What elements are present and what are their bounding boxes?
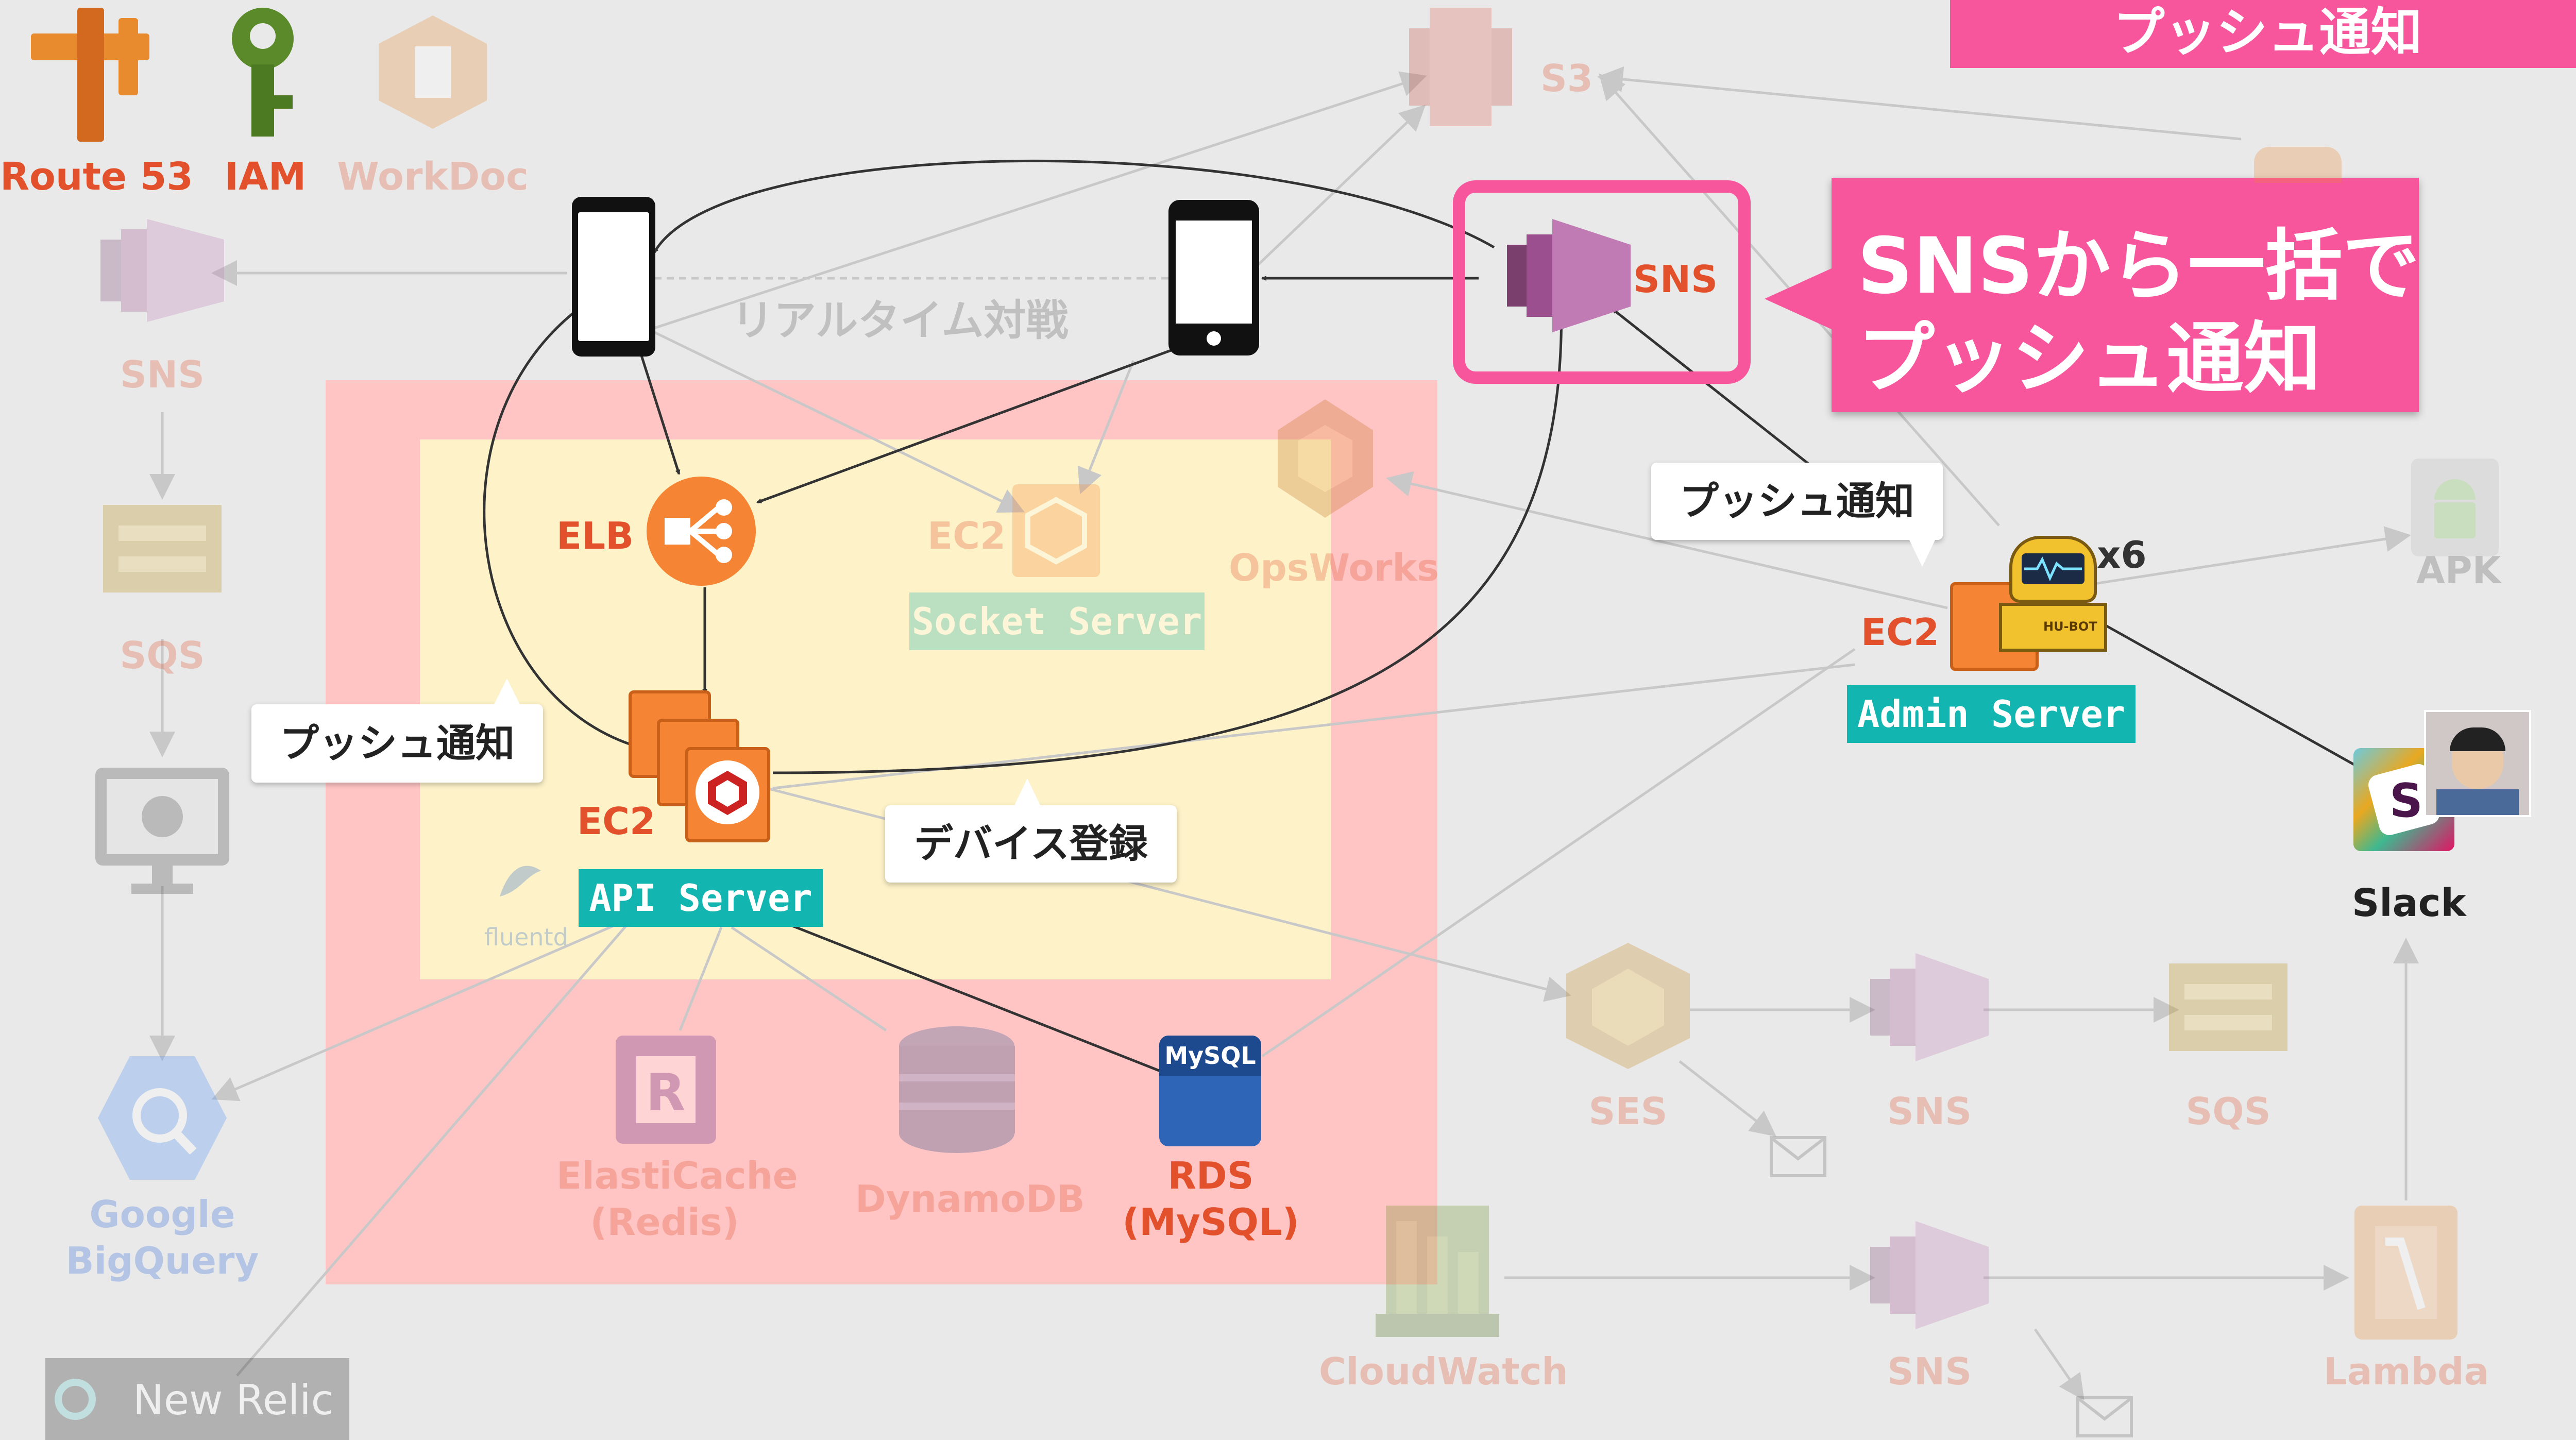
sns-main-label: SNS [1633, 258, 1718, 301]
active-connections [483, 159, 2361, 1078]
iam-label: IAM [224, 155, 307, 199]
lambda-icon [2344, 1206, 2468, 1340]
admin-ec2-label: EC2 [1861, 611, 1940, 654]
callout-push-right-text: プッシュ通知 [1680, 478, 1914, 524]
elasticache-icon: R [616, 1036, 716, 1144]
new-relic-label: New Relic [133, 1376, 334, 1424]
sns-left-icon [100, 209, 224, 332]
phone-left-icon [572, 197, 655, 357]
callout-device: デバイス登録 [885, 778, 1177, 883]
elasticache-label-2: (Redis) [590, 1200, 739, 1244]
socket-server-label: Socket Server [909, 592, 1205, 650]
sqs-left-label: SQS [120, 634, 205, 677]
s3-label: S3 [1540, 57, 1593, 100]
callout-device-text: デバイス登録 [914, 821, 1148, 867]
admin-x6-label: x6 [2097, 533, 2147, 577]
iam-icon [227, 8, 299, 137]
ses-label: SES [1588, 1090, 1668, 1133]
phone-right-icon [1168, 200, 1259, 355]
callout-push-left-text: プッシュ通知 [280, 720, 515, 766]
sns-lower2-label: SNS [1887, 1350, 1972, 1393]
android-icon [2411, 459, 2499, 556]
cloudwatch-label: CloudWatch [1319, 1350, 1568, 1393]
cloudwatch-icon [1376, 1206, 1499, 1337]
fluentd-icon [495, 855, 551, 907]
rds-label-1: RDS [1167, 1154, 1254, 1197]
lambda-label: Lambda [2324, 1350, 2489, 1393]
hubot-text: HU-BOT [2043, 619, 2097, 634]
sns-main-icon [1507, 214, 1631, 337]
ses-icon [1566, 943, 1690, 1069]
sqs-lower-label: SQS [2185, 1090, 2271, 1133]
callout-push-left: プッシュ通知 [251, 679, 543, 783]
ec2-socket-icon [1012, 484, 1100, 577]
title-banner: プッシュ通知 [1950, 0, 2576, 68]
new-relic-badge: New Relic [45, 1358, 349, 1440]
apple-monitor-icon [95, 768, 229, 896]
workdoc-label: WorkDoc [337, 155, 529, 199]
bigquery-label-1: Google [89, 1193, 235, 1236]
sns-left-label: SNS [120, 353, 205, 396]
workdoc-icon [379, 15, 487, 129]
elb-icon [647, 477, 756, 586]
slack-label: Slack [2352, 881, 2466, 925]
mail-icon-2 [2076, 1396, 2133, 1437]
mysql-icon-text: MySQL [1164, 1042, 1256, 1070]
title-banner-text: プッシュ通知 [2113, 2, 2422, 62]
big-callout: SNSから一括で プッシュ通知 [1832, 178, 2420, 412]
big-callout-tail [1765, 268, 1833, 330]
partial-icon-top-right [2254, 147, 2342, 183]
big-callout-line1: SNSから一括で [1857, 222, 2420, 311]
opsworks-icon [1267, 399, 1383, 518]
bigquery-label-2: BigQuery [65, 1239, 259, 1282]
apk-label: APK [2416, 549, 2501, 592]
ec2-api-icon [629, 690, 778, 850]
elb-label: ELB [556, 514, 634, 557]
avatar [2424, 710, 2531, 817]
sqs-left-icon [103, 489, 222, 608]
sns-lower2-icon [1870, 1216, 1989, 1334]
sqs-lower-icon [2169, 943, 2287, 1069]
dynamodb-label: DynamoDB [855, 1177, 1085, 1221]
svg-text:R: R [646, 1062, 685, 1123]
big-callout-line2: プッシュ通知 [1857, 314, 2321, 404]
rds-label-2: (MySQL) [1122, 1200, 1299, 1244]
mail-icon-1 [1770, 1136, 1826, 1177]
s3-icon [1409, 8, 1512, 126]
dynamodb-icon [899, 1025, 1015, 1154]
ec2-api-label: EC2 [577, 800, 656, 843]
sns-lower1-label: SNS [1887, 1090, 1972, 1133]
elasticache-label-1: ElastiCache [556, 1154, 798, 1197]
admin-server-label: Admin Server [1847, 685, 2136, 743]
api-server-label: API Server [579, 869, 823, 927]
callout-push-right: プッシュ通知 [1651, 463, 1943, 567]
new-relic-icon [55, 1379, 96, 1420]
hubot-icon: HU-BOT [1999, 536, 2107, 654]
route53-label: Route 53 [0, 155, 193, 199]
sns-highlight-box [1453, 180, 1751, 384]
app-zone [420, 439, 1331, 979]
ec2-socket-label: EC2 [927, 514, 1006, 557]
route53-icon [31, 8, 149, 142]
realtime-label: リアルタイム対戦 [732, 296, 1069, 345]
mysql-icon: MySQL [1159, 1036, 1261, 1146]
opsworks-label: OpsWorks [1229, 546, 1439, 589]
bigquery-icon [98, 1056, 227, 1180]
fluentd-label: fluentd [484, 923, 568, 951]
sns-lower1-icon [1870, 948, 1989, 1066]
